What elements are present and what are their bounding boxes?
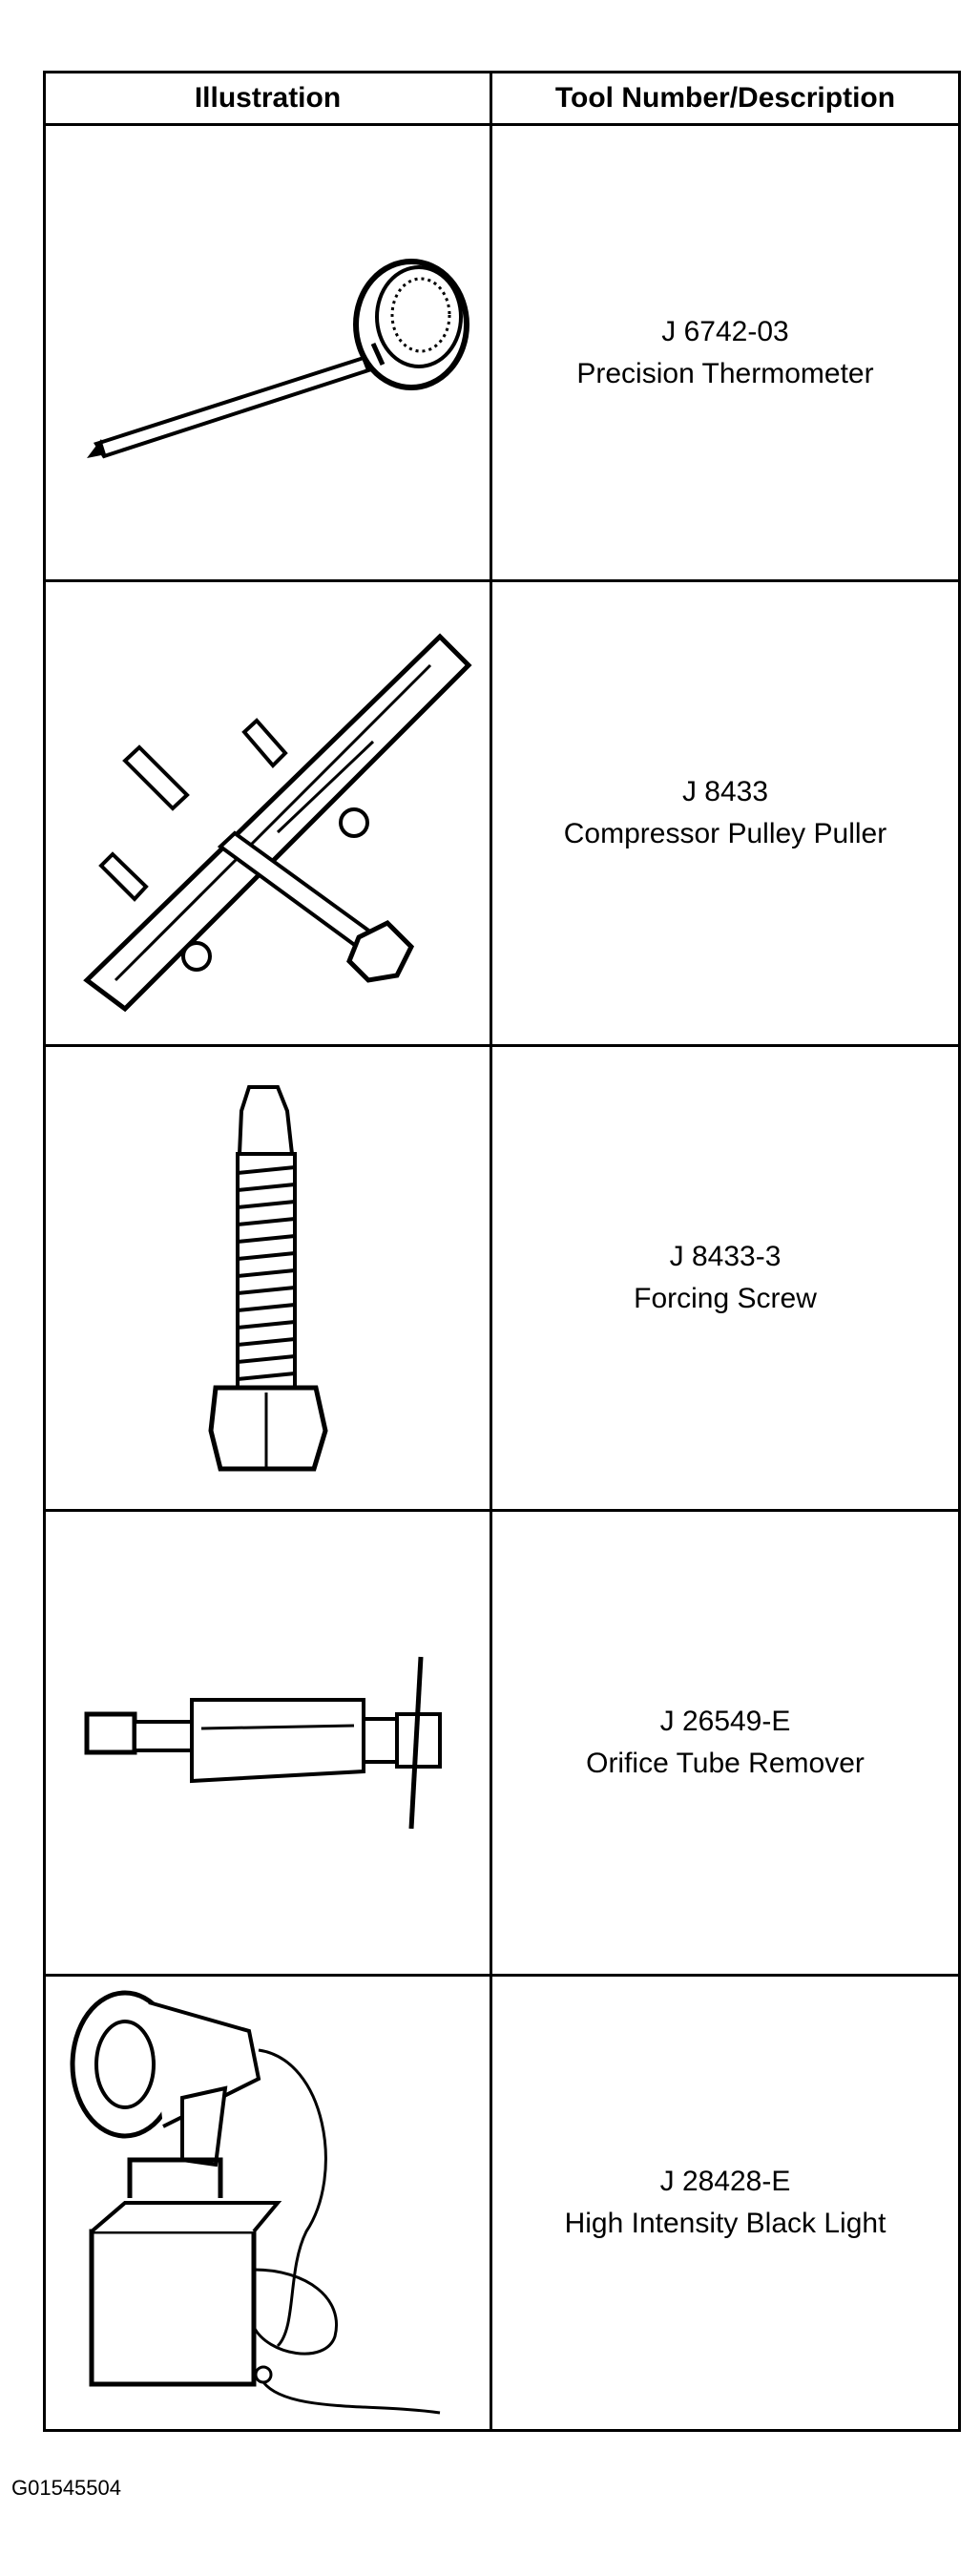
row-divider [46, 1509, 958, 1512]
orifice-tube-remover-illustration [84, 1656, 442, 1830]
table-row-illustration [46, 1512, 490, 1974]
precision-thermometer-illustration [86, 258, 469, 458]
table-row-illustration [46, 582, 490, 1044]
table-row-description: J 8433 Compressor Pulley Puller [492, 582, 958, 1044]
special-tools-table: Illustration Tool Number/Description J 6… [43, 71, 961, 2432]
forcing-screw-illustration [207, 1085, 328, 1472]
tool-description: Compressor Pulley Puller [563, 818, 887, 849]
black-light-illustration [70, 1990, 440, 2415]
figure-id: G01545504 [11, 2476, 121, 2500]
header-illustration: Illustration [194, 82, 342, 114]
tool-number: J 8433 [681, 776, 769, 807]
tool-number: J 6742-03 [661, 315, 789, 347]
table-row-illustration [46, 126, 490, 579]
row-divider [46, 123, 958, 126]
row-divider [46, 579, 958, 582]
tool-number: J 26549-E [659, 1706, 791, 1737]
table-row-illustration [46, 1047, 490, 1509]
tool-description: High Intensity Black Light [564, 2208, 886, 2239]
row-divider [46, 1974, 958, 1977]
table-row-description: J 8433-3 Forcing Screw [492, 1047, 958, 1509]
tool-description: Forcing Screw [634, 1283, 817, 1314]
header-tool-number-description: Tool Number/Description [554, 82, 896, 114]
tool-description: Orifice Tube Remover [586, 1748, 865, 1779]
compressor-pulley-puller-illustration [82, 633, 472, 1013]
tool-description: Precision Thermometer [576, 357, 874, 389]
table-row-description: J 28428-E High Intensity Black Light [492, 1977, 958, 2429]
tool-number: J 28428-E [659, 2166, 791, 2197]
row-divider [46, 1044, 958, 1047]
table-row-description: J 6742-03 Precision Thermometer [492, 126, 958, 579]
table-row-illustration [46, 1977, 490, 2429]
table-row-description: J 26549-E Orifice Tube Remover [492, 1512, 958, 1974]
column-divider [490, 73, 492, 2429]
tool-number: J 8433-3 [669, 1241, 782, 1272]
